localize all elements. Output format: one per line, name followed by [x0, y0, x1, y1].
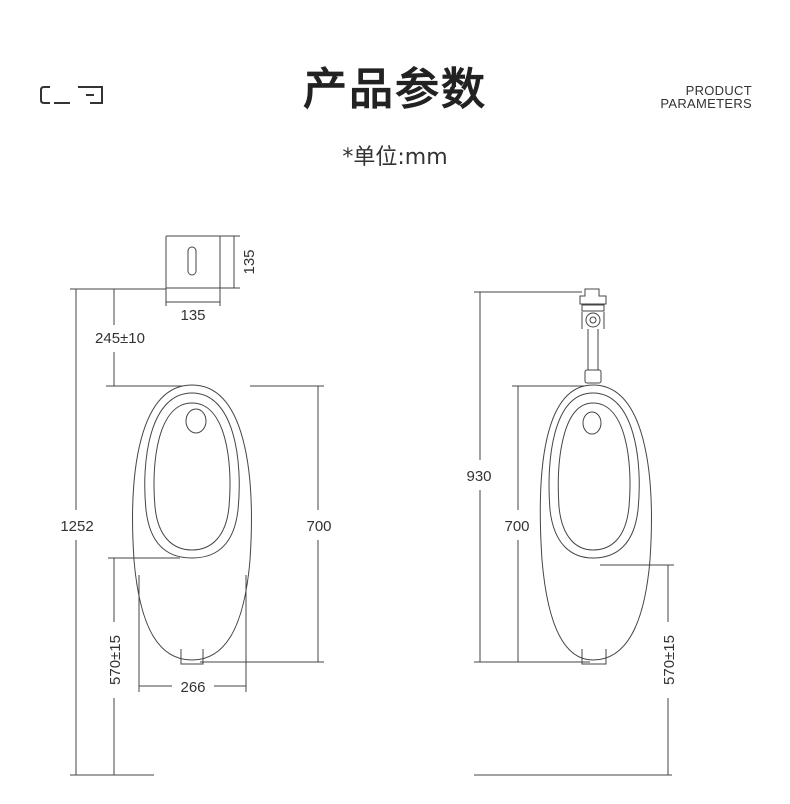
label-outlet-height-side: 570±15: [661, 635, 678, 685]
english-title-line2: PARAMETERS: [660, 96, 752, 111]
outlet-front: [180, 649, 204, 665]
label-sensor-width: 135: [180, 307, 205, 324]
label-body-height-front: 700: [306, 518, 331, 535]
front-view: [70, 235, 324, 776]
body-sensor-window: [185, 408, 207, 434]
side-sensor-window: [582, 411, 602, 435]
label-sensor-height: 135: [241, 249, 258, 274]
urinal-body-front: [132, 384, 252, 661]
label-width: 266: [180, 679, 205, 696]
label-outlet-height-front: 570±15: [107, 635, 124, 685]
label-pipe-height: 930: [466, 468, 491, 485]
outlet-side: [581, 649, 607, 665]
brand-logo-icon: [40, 86, 103, 104]
unit-note: *单位:mm: [342, 145, 448, 170]
english-title-line1: PRODUCT: [685, 83, 752, 98]
valve-knob: [585, 312, 601, 328]
sensor-window: [187, 246, 197, 276]
label-sensor-offset: 245±10: [95, 330, 145, 347]
flush-valve: [579, 288, 607, 305]
urinal-bowl-side: [548, 392, 640, 559]
urinal-body-side: [539, 384, 652, 661]
page-title: 产品参数: [303, 64, 487, 115]
side-view: [474, 288, 674, 776]
label-body-height-side: 700: [504, 518, 529, 535]
sensor-panel: [165, 235, 221, 289]
english-title: PRODUCT PARAMETERS: [660, 84, 752, 110]
urinal-bowl-front: [144, 392, 240, 559]
label-total-height: 1252: [60, 518, 93, 535]
